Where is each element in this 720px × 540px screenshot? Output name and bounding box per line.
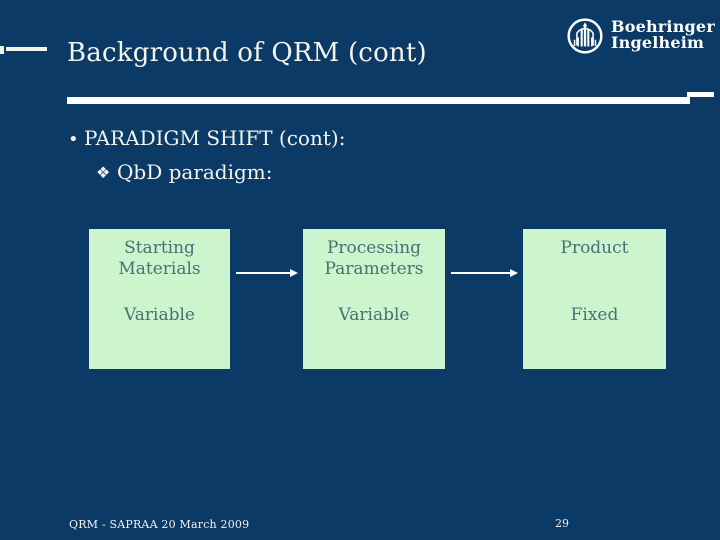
diamond-bullet-icon: ❖ [96,163,111,182]
flow-box-processing-parameters: Processing Parameters Variable [303,229,445,369]
footer-text: QRM - SAPRAA 20 March 2009 [69,518,250,531]
bullet-text: PARADIGM SHIFT (cont): [84,126,346,150]
boehringer-ingelheim-logo: Boehringer Ingelheim [566,17,715,55]
left-margin-dash [6,47,47,51]
flow-box-product: Product Fixed [523,229,666,369]
title-underline [67,97,690,104]
flow-box-starting-materials: Starting Materials Variable [89,229,230,369]
boehringer-emblem-icon [567,18,603,54]
logo-wordmark-line2: Ingelheim [611,33,705,52]
logo-wordmark: Boehringer Ingelheim [611,19,715,51]
bullet-qbd-paradigm: ❖ QbD paradigm: [96,160,273,184]
flow-box-state: Variable [338,305,410,325]
flow-arrow-right-icon [451,269,518,277]
page-number: 29 [555,517,569,530]
flow-box-state: Fixed [570,305,619,325]
left-margin-tick [0,46,4,54]
title-underline-end-segment [687,92,714,97]
bullet-text: QbD paradigm: [117,160,273,184]
flow-box-title: Starting Materials [118,238,201,279]
bullet-paradigm-shift: •PARADIGM SHIFT (cont): [68,126,345,150]
logo-wordmark-line1: Boehringer [611,17,715,36]
flow-arrow-right-icon [236,269,298,277]
flow-box-title: Product [560,238,629,258]
flow-box-state: Variable [124,305,195,325]
flow-box-title: Processing Parameters [324,238,424,279]
bullet-dot-icon: • [68,129,79,150]
slide-title: Background of QRM (cont) [67,38,427,68]
